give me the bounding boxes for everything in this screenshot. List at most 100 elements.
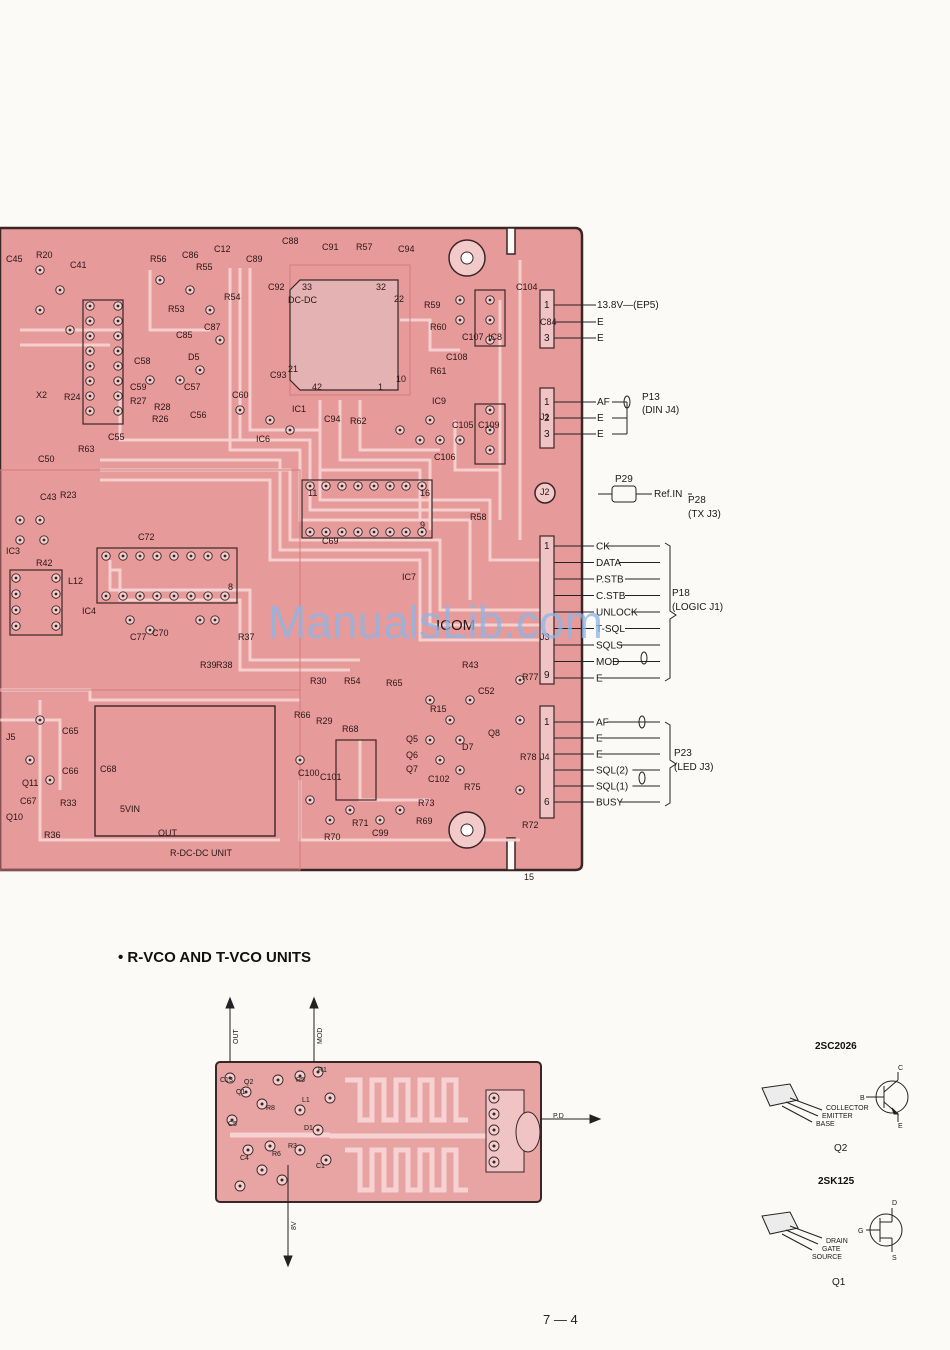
board-label: R58	[470, 512, 487, 522]
board-label: C88	[282, 236, 299, 246]
board-label: C106	[434, 452, 456, 462]
q1-lead-gate: GATE	[822, 1246, 841, 1253]
board-label: 8	[228, 582, 233, 592]
board-label: IC3	[6, 546, 20, 556]
j4-ref-sub: (LOGIC J1)	[672, 602, 723, 613]
board-label: C104	[516, 282, 538, 292]
board-label: C69	[322, 536, 339, 546]
board-label: R36	[44, 830, 61, 840]
j4-signal-9: E	[596, 674, 603, 685]
board-label: 22	[394, 294, 404, 304]
ic4-outline	[9, 569, 63, 636]
board-label: 32	[376, 282, 386, 292]
j1-signal-1: 13.8V—(EP5)	[597, 300, 659, 311]
board-label: R60	[430, 322, 447, 332]
j2-signal-1: AF	[597, 397, 610, 408]
board-label: R78	[520, 752, 537, 762]
board-label: C102	[428, 774, 450, 784]
j3-signal-refin: Ref.IN	[654, 489, 682, 500]
board-label: Q7	[406, 764, 418, 774]
board-label: 5VIN	[120, 804, 140, 814]
vco-part-label: R6	[272, 1151, 281, 1158]
j4-pin-9: 9	[544, 670, 550, 681]
ic9-outline	[474, 289, 506, 347]
board-label: R70	[324, 832, 341, 842]
board-label: C105	[452, 420, 474, 430]
board-label: IC1	[292, 404, 306, 414]
vco-part-label: R3	[288, 1143, 297, 1150]
transistor-2sk125: 2SK125 DRAIN GATE SOURCE D G S Q1	[761, 1176, 903, 1288]
board-label: R38	[216, 660, 233, 670]
board-label: R65	[386, 678, 403, 688]
j2-signal-3: E	[597, 429, 604, 440]
q2-id: Q2	[834, 1143, 848, 1154]
board-label: J1	[540, 412, 550, 422]
j4-signal-2: DATA	[596, 558, 622, 569]
j5-pin-6: 6	[544, 797, 550, 808]
j5-signal-2: E	[596, 734, 603, 745]
board-label: C66	[62, 766, 79, 776]
board-label: C99	[372, 828, 389, 838]
dc-dc-unit-outline	[94, 705, 276, 837]
j4-signal-7: SQLS	[596, 641, 623, 652]
vco-out-label: OUT	[233, 1029, 240, 1045]
ic6-chip	[289, 279, 399, 391]
vco-8v-label: 8V	[291, 1221, 298, 1230]
board-label: ICOM	[436, 617, 475, 634]
board-label: IC6	[256, 434, 270, 444]
vco-part-label: D1	[304, 1125, 313, 1132]
board-label: C56	[190, 410, 207, 420]
q1-id: Q1	[832, 1277, 846, 1288]
q1-lead-drain: DRAIN	[826, 1238, 848, 1245]
board-label: Q11	[22, 778, 38, 788]
j1-pin-1: 1	[544, 300, 550, 311]
board-label: C107	[462, 332, 484, 342]
board-label: R54	[224, 292, 241, 302]
q2-pin-c: C	[898, 1065, 903, 1072]
board-label: 42	[312, 382, 322, 392]
j5-ref: P23	[674, 748, 692, 759]
j4-ref: P18	[672, 588, 690, 599]
board-label: J4	[540, 752, 550, 762]
board-label: R26	[152, 414, 169, 424]
board-label: R-DC-DC UNIT	[170, 848, 232, 858]
q1-pin-s: S	[892, 1255, 897, 1262]
board-label: C72	[138, 532, 155, 542]
q1-pin-d: D	[892, 1200, 897, 1207]
board-label: 33	[302, 282, 312, 292]
board-label: 1	[378, 382, 383, 392]
board-label: R71	[352, 818, 369, 828]
board-label: R43	[462, 660, 479, 670]
board-label: R55	[196, 262, 213, 272]
board-label: C100	[298, 768, 320, 778]
transistor-2sk125-type: 2SK125	[818, 1176, 855, 1187]
vco-part-label: R5	[296, 1077, 305, 1084]
board-label: C89	[246, 254, 263, 264]
board-label: Q8	[488, 728, 500, 738]
dual-ic-outline	[335, 739, 377, 801]
board-label: C85	[176, 330, 193, 340]
vco-pd-label: P.D	[553, 1113, 564, 1120]
board-label: C57	[184, 382, 201, 392]
j4-callout: 1 9 P18 (LOGIC J1) CKDATAP.STBC.STBUNLOC…	[544, 541, 723, 685]
q2-pin-b: B	[860, 1095, 865, 1102]
board-label: R73	[418, 798, 435, 808]
board-label: 15	[524, 872, 534, 882]
vco-mod-label: MOD	[317, 1028, 324, 1044]
j3-callout: P29 Ref.IN P28 (TX J3)	[615, 474, 721, 520]
board-label: R20	[36, 250, 53, 260]
board-label: C70	[152, 628, 169, 638]
board-label: R75	[464, 782, 481, 792]
board-label: OUT	[158, 828, 178, 838]
vco-part-label: C1	[316, 1163, 325, 1170]
board-label: C43	[40, 492, 57, 502]
board-label: R33	[60, 798, 77, 808]
j2-signal-2: E	[597, 413, 604, 424]
board-label: R57	[356, 242, 373, 252]
j2-pin-3: 3	[544, 429, 550, 440]
board-label: J5	[6, 732, 16, 742]
board-label: IC4	[82, 606, 96, 616]
board-label: R30	[310, 676, 327, 686]
